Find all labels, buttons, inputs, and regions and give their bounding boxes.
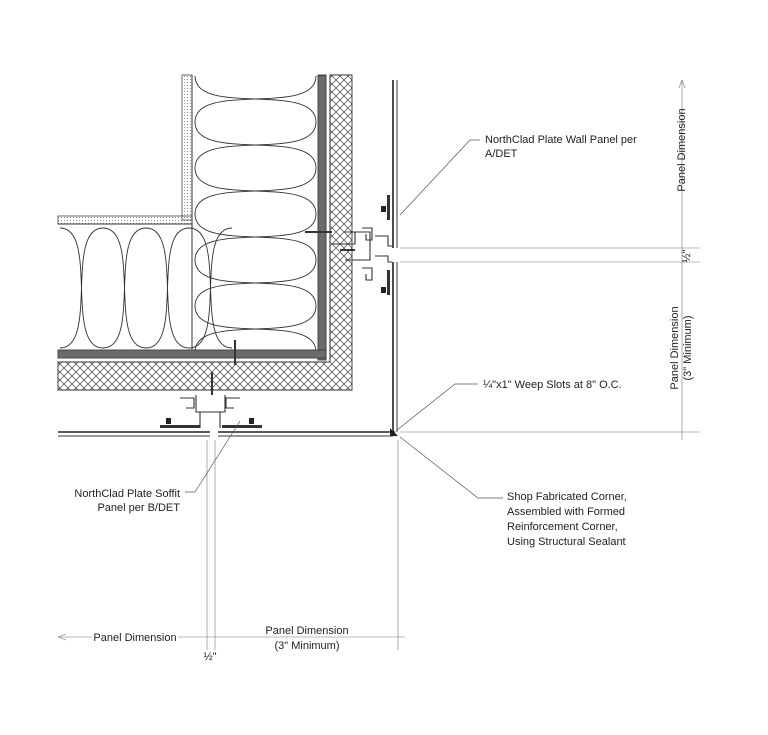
weep-slots-label: ¼"x1" Weep Slots at 8" O.C. xyxy=(483,379,622,391)
wall-panel xyxy=(381,80,398,432)
dimension-lines xyxy=(57,79,700,650)
dim-bottom-right-1: Panel Dimension xyxy=(265,625,348,637)
dim-right-bottom-2: (3" Minimum) xyxy=(682,315,694,380)
soffit-panel xyxy=(58,418,398,437)
wall-panel-label-2: A/DET xyxy=(485,148,518,160)
dim-bottom-left: Panel Dimension xyxy=(93,632,176,644)
corner-label-2: Assembled with Formed xyxy=(507,506,625,518)
leader-lines xyxy=(185,139,503,499)
dim-right-bottom-1: Panel Dimension xyxy=(669,306,681,389)
soffit-panel-label: NorthClad Plate Soffit xyxy=(74,488,180,500)
batt-curve xyxy=(194,75,317,353)
corner-label-4: Using Structural Sealant xyxy=(507,536,626,548)
dim-right-top: Panel Dimension xyxy=(676,108,688,191)
dim-right-gap: ½" xyxy=(681,249,693,262)
dim-bottom-right-2: (3" Minimum) xyxy=(274,640,339,652)
batt-curve xyxy=(194,75,317,353)
interior-framing xyxy=(57,74,193,352)
soffit-clip-assembly xyxy=(180,340,240,428)
batt-insulation xyxy=(59,75,317,353)
soffit-panel-label-2: Panel per B/DET xyxy=(97,502,180,514)
batt-curve xyxy=(59,227,233,349)
sheathing xyxy=(57,74,327,361)
rigid-insulation xyxy=(57,74,353,391)
wall-clip-assembly xyxy=(305,227,392,281)
dim-bottom-gap: ½" xyxy=(203,651,216,663)
corner-label-3: Reinforcement Corner, xyxy=(507,521,618,533)
corner-label-1: Shop Fabricated Corner, xyxy=(507,491,627,503)
wall-panel-label: NorthClad Plate Wall Panel per xyxy=(485,134,637,146)
